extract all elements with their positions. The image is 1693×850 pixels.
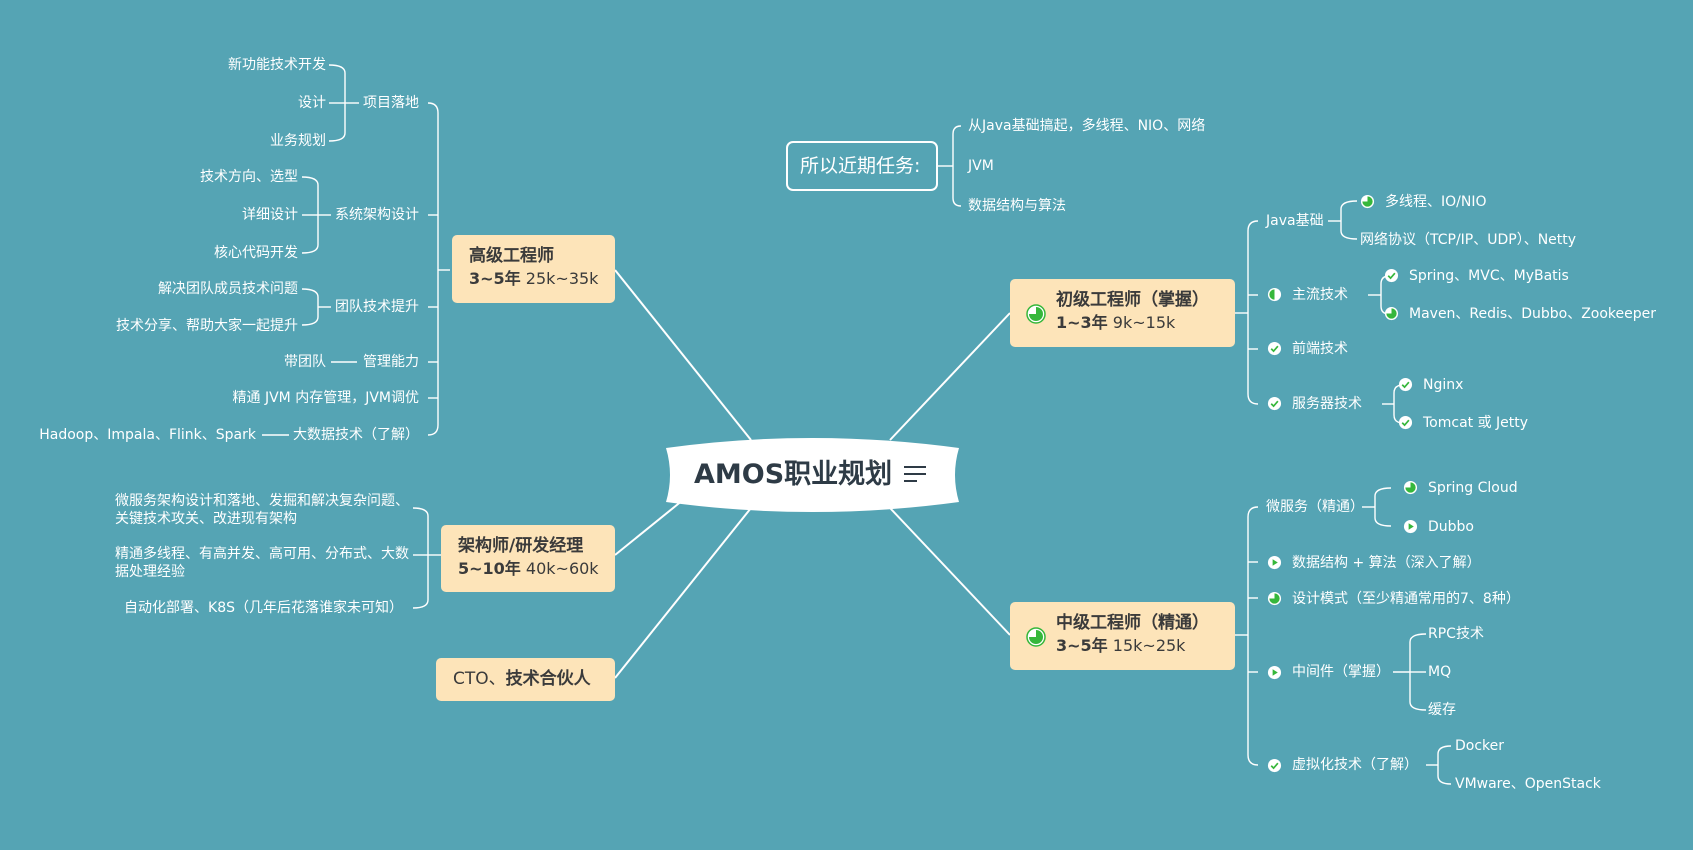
team-tech-label[interactable]: 团队技术提升 (335, 299, 419, 315)
progress-75-icon (1026, 627, 1046, 647)
mid-title: 中级工程师（精通） (1056, 613, 1209, 633)
architect-item[interactable]: 微服务架构设计和落地、发掘和解决复杂问题、关键技术攻关、改进现有架构 (115, 493, 409, 527)
system-arch-item[interactable]: 详细设计 (242, 207, 298, 223)
server-label[interactable]: 服务器技术 (1292, 396, 1362, 412)
java-basics-item[interactable]: 多线程、IO/NIO (1385, 194, 1487, 210)
progress-75-icon (1403, 480, 1418, 495)
frontend-label[interactable]: 前端技术 (1292, 341, 1348, 357)
mid-salary: 15k~25k (1112, 636, 1186, 655)
cto-prefix: CTO、 (453, 669, 506, 689)
play-icon (1267, 555, 1282, 570)
management-label[interactable]: 管理能力 (363, 354, 419, 370)
recent-task-item[interactable]: JVM (968, 158, 994, 174)
cto-node[interactable]: CTO、技术合伙人 (436, 658, 615, 701)
middleware-item[interactable]: MQ (1428, 664, 1452, 680)
java-basics-label[interactable]: Java基础 (1266, 213, 1324, 229)
check-icon (1267, 396, 1282, 411)
team-tech-item[interactable]: 解决团队成员技术问题 (158, 281, 298, 297)
recent-task-item[interactable]: 数据结构与算法 (968, 198, 1066, 214)
cto-label: CTO、技术合伙人 (453, 668, 591, 690)
mainstream-item[interactable]: Spring、MVC、MyBatis (1409, 268, 1569, 284)
play-icon (1403, 519, 1418, 534)
mid-years: 3~5年 (1056, 636, 1108, 655)
architect-item[interactable]: 自动化部署、K8S（几年后花落谁家未可知） (124, 600, 403, 616)
mainstream-item[interactable]: Maven、Redis、Dubbo、Zookeeper (1409, 306, 1657, 322)
mainstream-label[interactable]: 主流技术 (1292, 287, 1348, 303)
progress-75-icon (1026, 304, 1046, 324)
management-item[interactable]: 带团队 (284, 354, 326, 370)
progress-75-icon (1360, 194, 1375, 209)
project-landing-item[interactable]: 设计 (298, 95, 326, 111)
junior-engineer-node[interactable]: 初级工程师（掌握） 1~3年 9k~15k (1010, 279, 1235, 347)
team-tech-item[interactable]: 技术分享、帮助大家一起提升 (116, 318, 298, 334)
progress-75-icon (1267, 591, 1282, 606)
virtualization-label[interactable]: 虚拟化技术（了解） (1292, 757, 1418, 773)
junior-years: 1~3年 (1056, 313, 1108, 332)
senior-title: 高级工程师 (469, 246, 554, 266)
junior-range: 1~3年 9k~15k (1056, 312, 1175, 334)
virtualization-item[interactable]: VMware、OpenStack (1455, 776, 1601, 792)
microservices-label[interactable]: 微服务（精通） (1266, 499, 1364, 515)
microservices-item[interactable]: Spring Cloud (1428, 480, 1518, 496)
middleware-item[interactable]: RPC技术 (1428, 626, 1484, 642)
java-basics-item[interactable]: 网络协议（TCP/IP、UDP）、Netty (1360, 232, 1577, 248)
menu-lines-icon[interactable] (904, 464, 926, 484)
senior-range: 3~5年 25k~35k (469, 268, 598, 290)
check-icon (1384, 268, 1399, 283)
recent-task-item[interactable]: 从Java基础搞起，多线程、NIO、网络 (968, 118, 1206, 134)
microservices-item[interactable]: Dubbo (1428, 519, 1474, 535)
architect-title: 架构师/研发经理 (458, 536, 584, 556)
recent-tasks-title: 所以近期任务: (800, 155, 921, 177)
ds-algo-item[interactable]: 数据结构 + 算法（深入了解） (1292, 555, 1481, 571)
progress-50-icon (1267, 287, 1282, 302)
mid-range: 3~5年 15k~25k (1056, 635, 1185, 657)
patterns-item[interactable]: 设计模式（至少精通常用的7、8种） (1292, 591, 1520, 607)
check-icon (1398, 377, 1413, 392)
architect-years: 5~10年 (458, 559, 521, 578)
central-title: AMOS职业规划 (694, 459, 893, 490)
bigdata-item[interactable]: Hadoop、Impala、Flink、Spark (39, 427, 256, 443)
mid-engineer-node[interactable]: 中级工程师（精通） 3~5年 15k~25k (1010, 602, 1235, 670)
architect-range: 5~10年 40k~60k (458, 558, 599, 580)
server-item[interactable]: Tomcat 或 Jetty (1423, 415, 1529, 431)
check-icon (1267, 758, 1282, 773)
system-arch-item[interactable]: 技术方向、选型 (200, 169, 298, 185)
architect-node[interactable]: 架构师/研发经理 5~10年 40k~60k (441, 525, 615, 592)
play-icon (1267, 665, 1282, 680)
junior-title: 初级工程师（掌握） (1056, 290, 1209, 310)
project-landing-item[interactable]: 新功能技术开发 (228, 57, 326, 73)
middleware-label[interactable]: 中间件（掌握） (1292, 664, 1390, 680)
middleware-item[interactable]: 缓存 (1428, 702, 1456, 718)
junior-salary: 9k~15k (1112, 313, 1176, 332)
architect-salary: 40k~60k (525, 559, 599, 578)
bigdata-label[interactable]: 大数据技术（了解） (293, 427, 419, 443)
senior-years: 3~5年 (469, 269, 521, 288)
project-landing-item[interactable]: 业务规划 (270, 133, 326, 149)
jvm-item[interactable]: 精通 JVM 内存管理，JVM调优 (232, 390, 419, 406)
virtualization-item[interactable]: Docker (1455, 738, 1505, 754)
check-icon (1267, 341, 1282, 356)
senior-engineer-node[interactable]: 高级工程师 3~5年 25k~35k (452, 235, 615, 303)
check-icon (1398, 415, 1413, 430)
system-arch-item[interactable]: 核心代码开发 (214, 245, 298, 261)
project-landing-label[interactable]: 项目落地 (363, 95, 419, 111)
senior-salary: 25k~35k (525, 269, 599, 288)
recent-tasks-node[interactable]: 所以近期任务: (786, 141, 938, 191)
server-item[interactable]: Nginx (1423, 377, 1464, 393)
architect-item[interactable]: 精通多线程、有高并发、高可用、分布式、大数据处理经验 (115, 546, 409, 580)
progress-75-icon (1384, 306, 1399, 321)
cto-title: 技术合伙人 (505, 669, 591, 689)
system-arch-label[interactable]: 系统架构设计 (335, 207, 419, 223)
